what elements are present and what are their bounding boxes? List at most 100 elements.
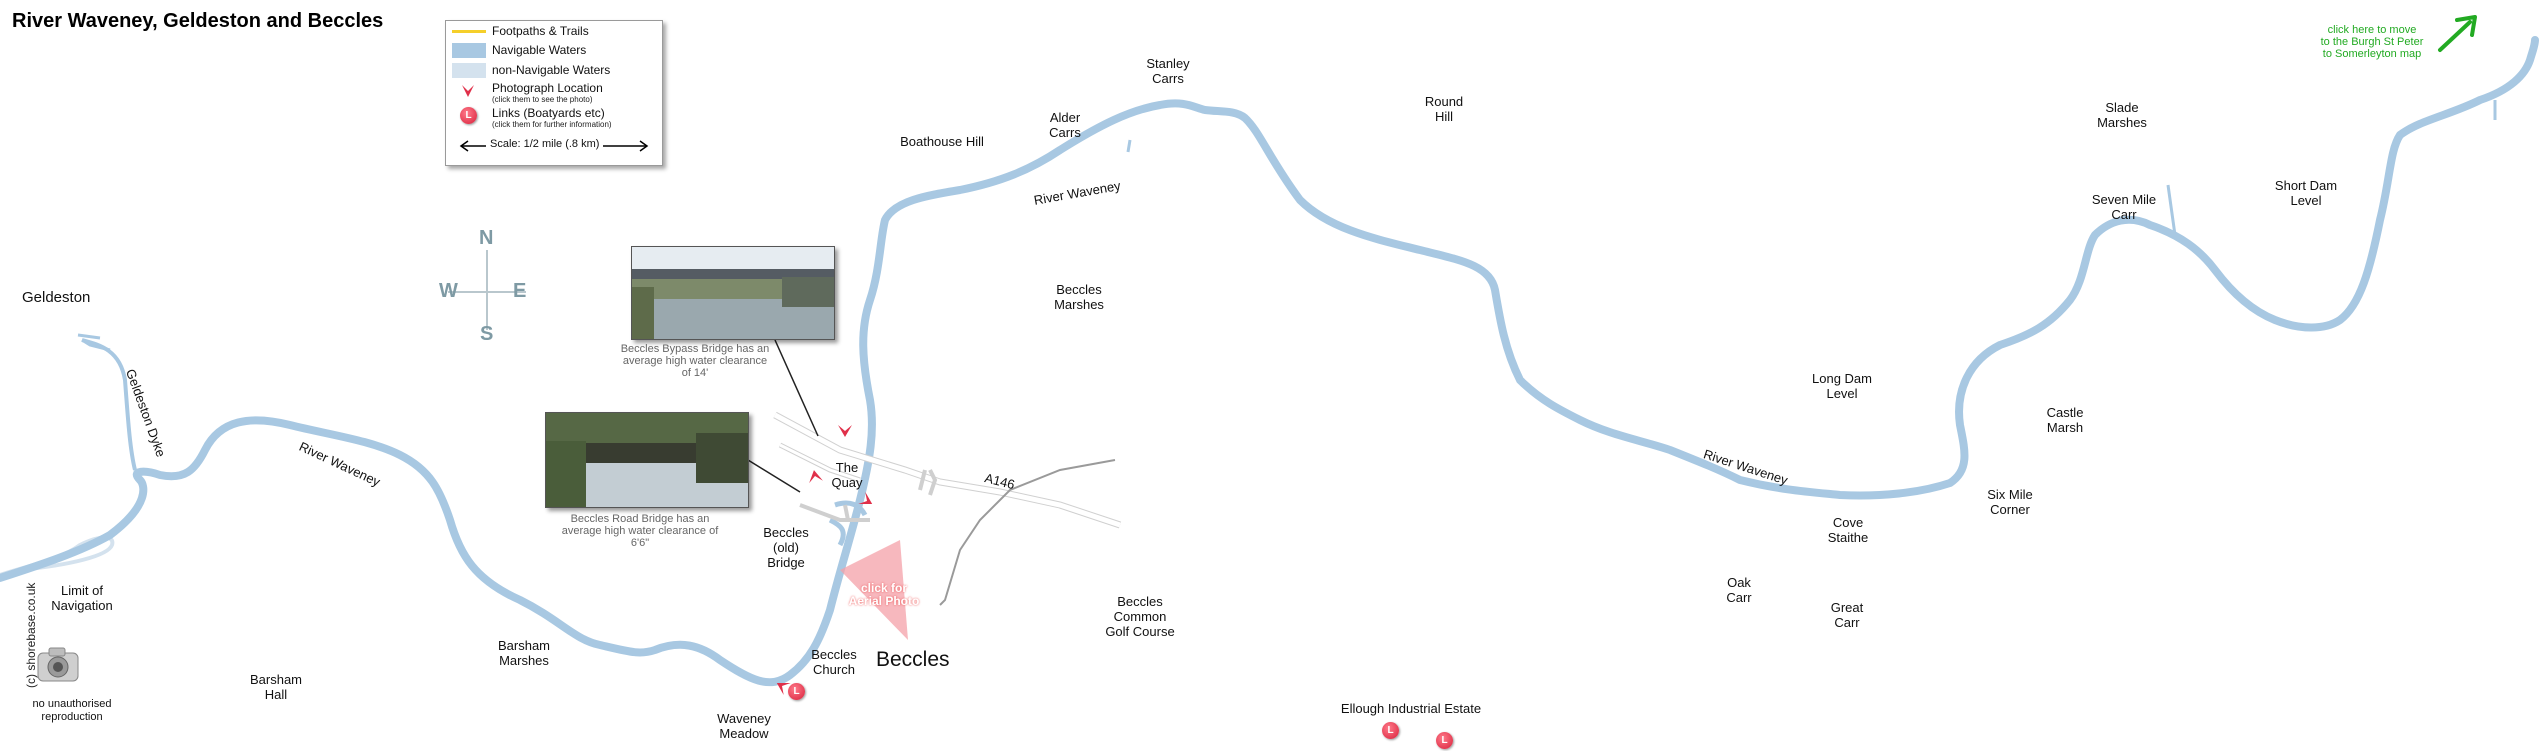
compass-east: E <box>513 280 527 302</box>
label-beccles-church-2: Church <box>813 662 855 677</box>
label-great-carr-1: Great <box>1830 600 1864 615</box>
river-waveney <box>0 36 2539 687</box>
label-golf-2: Common <box>1113 609 1167 624</box>
photo-marker-bypass[interactable] <box>838 425 852 437</box>
label-stanley-carrs-1: Stanley <box>1146 56 1190 71</box>
quay-branch <box>828 500 868 547</box>
aerial-photo-link[interactable]: click for Aerial Photo <box>838 582 930 608</box>
legend-footpaths: Footpaths & Trails <box>492 24 589 38</box>
aerial-photo-fan[interactable] <box>840 540 908 640</box>
legend-photo: Photograph Location (click them to see t… <box>492 81 603 104</box>
road-junction <box>918 469 938 496</box>
label-limit-line1: Limit of <box>61 583 103 598</box>
next-map-line3: to Somerleyton map <box>2322 48 2422 60</box>
label-the-quay-2: Quay <box>831 475 863 490</box>
next-map-link[interactable]: click here to move to the Burgh St Peter… <box>2312 24 2432 60</box>
link-marker-icon: L <box>460 107 477 124</box>
label-alder-carrs-1: Alder <box>1049 110 1081 125</box>
label-cove-staithe: Cove Staithe <box>1828 515 1868 545</box>
next-map-line2: to the Burgh St Peter <box>2320 36 2424 48</box>
compass-west: W <box>439 280 458 302</box>
label-barsham-hall: Barsham Hall <box>250 672 302 702</box>
compass-north: N <box>479 227 494 249</box>
photo-marker-quay[interactable] <box>807 469 823 484</box>
legend-non-navigable: non-Navigable Waters <box>492 63 611 77</box>
legend-links-label: Links (Boatyards etc) <box>492 106 605 120</box>
label-long-dam-1: Long Dam <box>1812 371 1872 386</box>
label-round-hill-2: Hill <box>1434 109 1454 124</box>
road-bypass <box>939 459 1116 606</box>
label-beccles-marshes-1: Beccles <box>1056 282 1102 297</box>
label-stanley-carrs-2: Carrs <box>1152 71 1184 86</box>
label-barsham-marshes-2: Marshes <box>499 653 549 668</box>
label-the-quay-1: The <box>835 460 859 475</box>
label-castle-marsh: Castle Marsh <box>2047 405 2084 435</box>
label-beccles-church: Beccles Church <box>811 647 857 677</box>
label-slade-marshes: Slade Marshes <box>2097 100 2147 130</box>
label-round-hill: Round Hill <box>1425 94 1463 124</box>
label-barsham-marshes-1: Barsham <box>497 638 551 653</box>
label-barsham-hall-1: Barsham <box>249 672 303 687</box>
aerial-line1: click for <box>860 581 908 595</box>
label-castle-marsh-1: Castle <box>2046 405 2084 420</box>
label-round-hill-1: Round <box>1424 94 1464 109</box>
label-beccles-town: Beccles <box>876 648 950 671</box>
label-geldeston: Geldeston <box>22 289 91 306</box>
label-six-mile-corner: Six Mile Corner <box>1987 487 2033 517</box>
label-old-bridge: Beccles (old) Bridge <box>763 525 809 570</box>
photo-marker-icon <box>460 83 476 104</box>
label-alder-carrs: Alder Carrs <box>1049 110 1081 140</box>
geldeston-dyke <box>81 338 137 471</box>
copyright-note-1: no unauthorised <box>32 698 112 710</box>
label-waveney-meadow-1: Waveney <box>717 711 771 726</box>
label-long-dam-level: Long Dam Level <box>1812 371 1872 401</box>
compass-icon <box>448 250 526 330</box>
side-dyke-stanley <box>1126 139 1132 153</box>
copyright-note: no unauthorised reproduction <box>33 698 112 724</box>
legend-links: Links (Boatyards etc) (click them for fu… <box>492 106 612 129</box>
label-six-mile-1: Six Mile <box>1987 487 2033 502</box>
label-short-dam-1: Short Dam <box>2274 178 2338 193</box>
label-oak-carr-2: Carr <box>1726 590 1752 605</box>
photo-marker-meadow[interactable] <box>773 677 791 696</box>
label-old-bridge-1: Beccles <box>763 525 809 540</box>
compass-south: S <box>480 323 494 345</box>
photo-leader-road <box>747 459 801 493</box>
label-cove-staithe-2: Staithe <box>1827 530 1869 545</box>
label-golf-1: Beccles <box>1117 594 1163 609</box>
label-waveney-meadow-2: Meadow <box>719 726 769 741</box>
boatyard-link-marker-ellough-1[interactable]: L <box>1382 722 1399 739</box>
side-dyke-seven-mile <box>2166 184 2177 236</box>
label-seven-mile-2: Carr <box>2111 207 2137 222</box>
boatyard-link-marker-beccles[interactable]: L <box>788 683 805 700</box>
label-alder-carrs-2: Carrs <box>1049 125 1081 140</box>
boatyard-link-marker-ellough-2[interactable]: L <box>1436 732 1453 749</box>
label-oak-carr-1: Oak <box>1727 575 1751 590</box>
photo-marker-road[interactable] <box>858 491 875 510</box>
label-boathouse-hill: Boathouse Hill <box>900 134 984 149</box>
label-short-dam-2: Level <box>2290 193 2322 208</box>
label-old-bridge-2: (old) <box>772 540 799 555</box>
road-a146-inner <box>773 412 1121 528</box>
road-beccles-1-inner <box>779 443 861 482</box>
photo-road-bridge[interactable] <box>545 412 749 508</box>
label-old-bridge-3: Bridge <box>767 555 805 570</box>
label-oak-carr: Oak Carr <box>1726 575 1751 605</box>
label-castle-marsh-2: Marsh <box>2046 420 2084 435</box>
label-ellough: Ellough Industrial Estate <box>1340 701 1482 716</box>
aerial-line2: Aerial Photo <box>848 594 920 608</box>
legend-box: Footpaths & Trails Navigable Waters non-… <box>445 20 663 166</box>
label-golf-course: Beccles Common Golf Course <box>1105 594 1174 639</box>
label-waveney-meadow: Waveney Meadow <box>717 711 771 741</box>
photo-bypass-caption: Beccles Bypass Bridge has an average hig… <box>620 343 770 379</box>
next-map-arrow-icon[interactable] <box>2438 15 2477 52</box>
photo-bypass-bridge[interactable] <box>631 246 835 340</box>
legend-links-hint: (click them for further information) <box>492 120 612 129</box>
label-short-dam-level: Short Dam Level <box>2275 178 2337 208</box>
copyright-note-2: reproduction <box>41 711 103 723</box>
legend-scale: Scale: 1/2 mile (.8 km) <box>486 138 604 150</box>
label-slade-2: Marshes <box>2097 115 2147 130</box>
label-beccles-marshes-2: Marshes <box>1054 297 1104 312</box>
label-cove-staithe-1: Cove <box>1832 515 1864 530</box>
